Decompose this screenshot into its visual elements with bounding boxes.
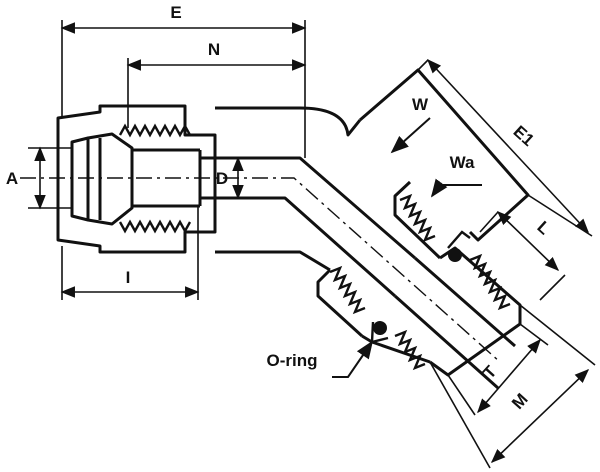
left-thread-top (118, 123, 192, 138)
label-o-ring: O-ring (267, 351, 318, 370)
label-T: T (479, 362, 500, 383)
label-D: D (216, 169, 228, 188)
label-A: A (6, 169, 18, 188)
elbow-body (200, 106, 416, 298)
branch-hex (316, 68, 530, 390)
center-line (20, 177, 501, 363)
dimension-lines (28, 20, 596, 469)
branch-thread-lower (329, 265, 426, 371)
label-E1: E1 (510, 122, 538, 150)
leader-lines (332, 117, 482, 378)
label-I: I (126, 268, 131, 287)
label-Wa: Wa (450, 153, 475, 172)
label-W: W (412, 95, 429, 114)
label-N: N (208, 40, 220, 59)
left-thread-bottom (118, 219, 192, 234)
label-E: E (170, 3, 181, 22)
o-ring (370, 230, 471, 344)
label-M: M (508, 390, 532, 413)
label-L: L (533, 217, 553, 238)
